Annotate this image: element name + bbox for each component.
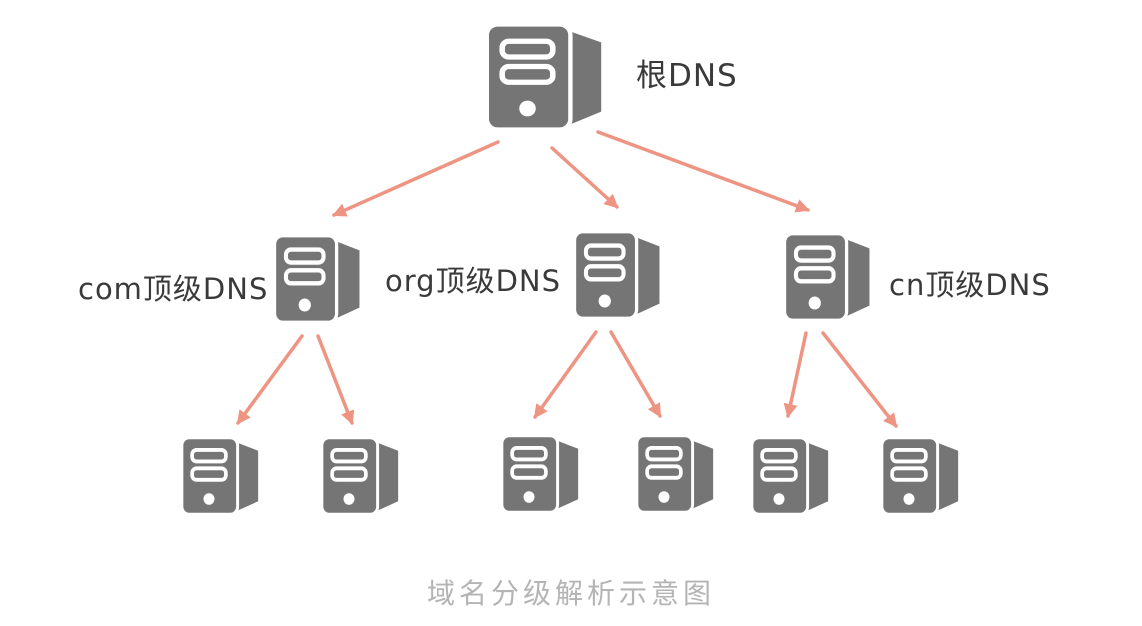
- arrow-cn-to-leaf6: [821, 331, 898, 428]
- org-leaf-dns-server-icon-2: [634, 433, 716, 515]
- arrow-cn-to-leaf5: [783, 331, 808, 418]
- root-dns-label: 根DNS: [636, 58, 738, 94]
- com-leaf-dns-server-icon-2: [319, 435, 401, 517]
- org-tld-dns-label: org顶级DNS: [385, 264, 561, 298]
- arrow-org-to-leaf3: [533, 330, 598, 419]
- arrow-root-to-com: [332, 140, 500, 217]
- arrow-root-to-org: [550, 146, 619, 209]
- cn-tld-dns-server-icon: [778, 225, 876, 329]
- diagram-caption: 域名分级解析示意图: [426, 577, 715, 610]
- arrow-org-to-leaf4: [609, 330, 662, 418]
- cn-leaf-dns-server-icon-1: [749, 435, 831, 517]
- com-tld-dns-label: com顶级DNS: [78, 272, 269, 306]
- arrow-com-to-leaf2: [316, 334, 355, 425]
- arrow-root-to-cn: [596, 130, 810, 213]
- org-tld-dns-server-icon: [568, 223, 666, 327]
- cn-leaf-dns-server-icon-2: [879, 435, 961, 517]
- com-tld-dns-server-icon: [268, 227, 366, 331]
- arrow-com-to-leaf1: [236, 334, 304, 425]
- org-leaf-dns-server-icon-1: [499, 433, 581, 515]
- com-leaf-dns-server-icon-1: [179, 435, 261, 517]
- cn-tld-dns-label: cn顶级DNS: [889, 268, 1051, 302]
- root-dns-server-icon: [478, 14, 610, 140]
